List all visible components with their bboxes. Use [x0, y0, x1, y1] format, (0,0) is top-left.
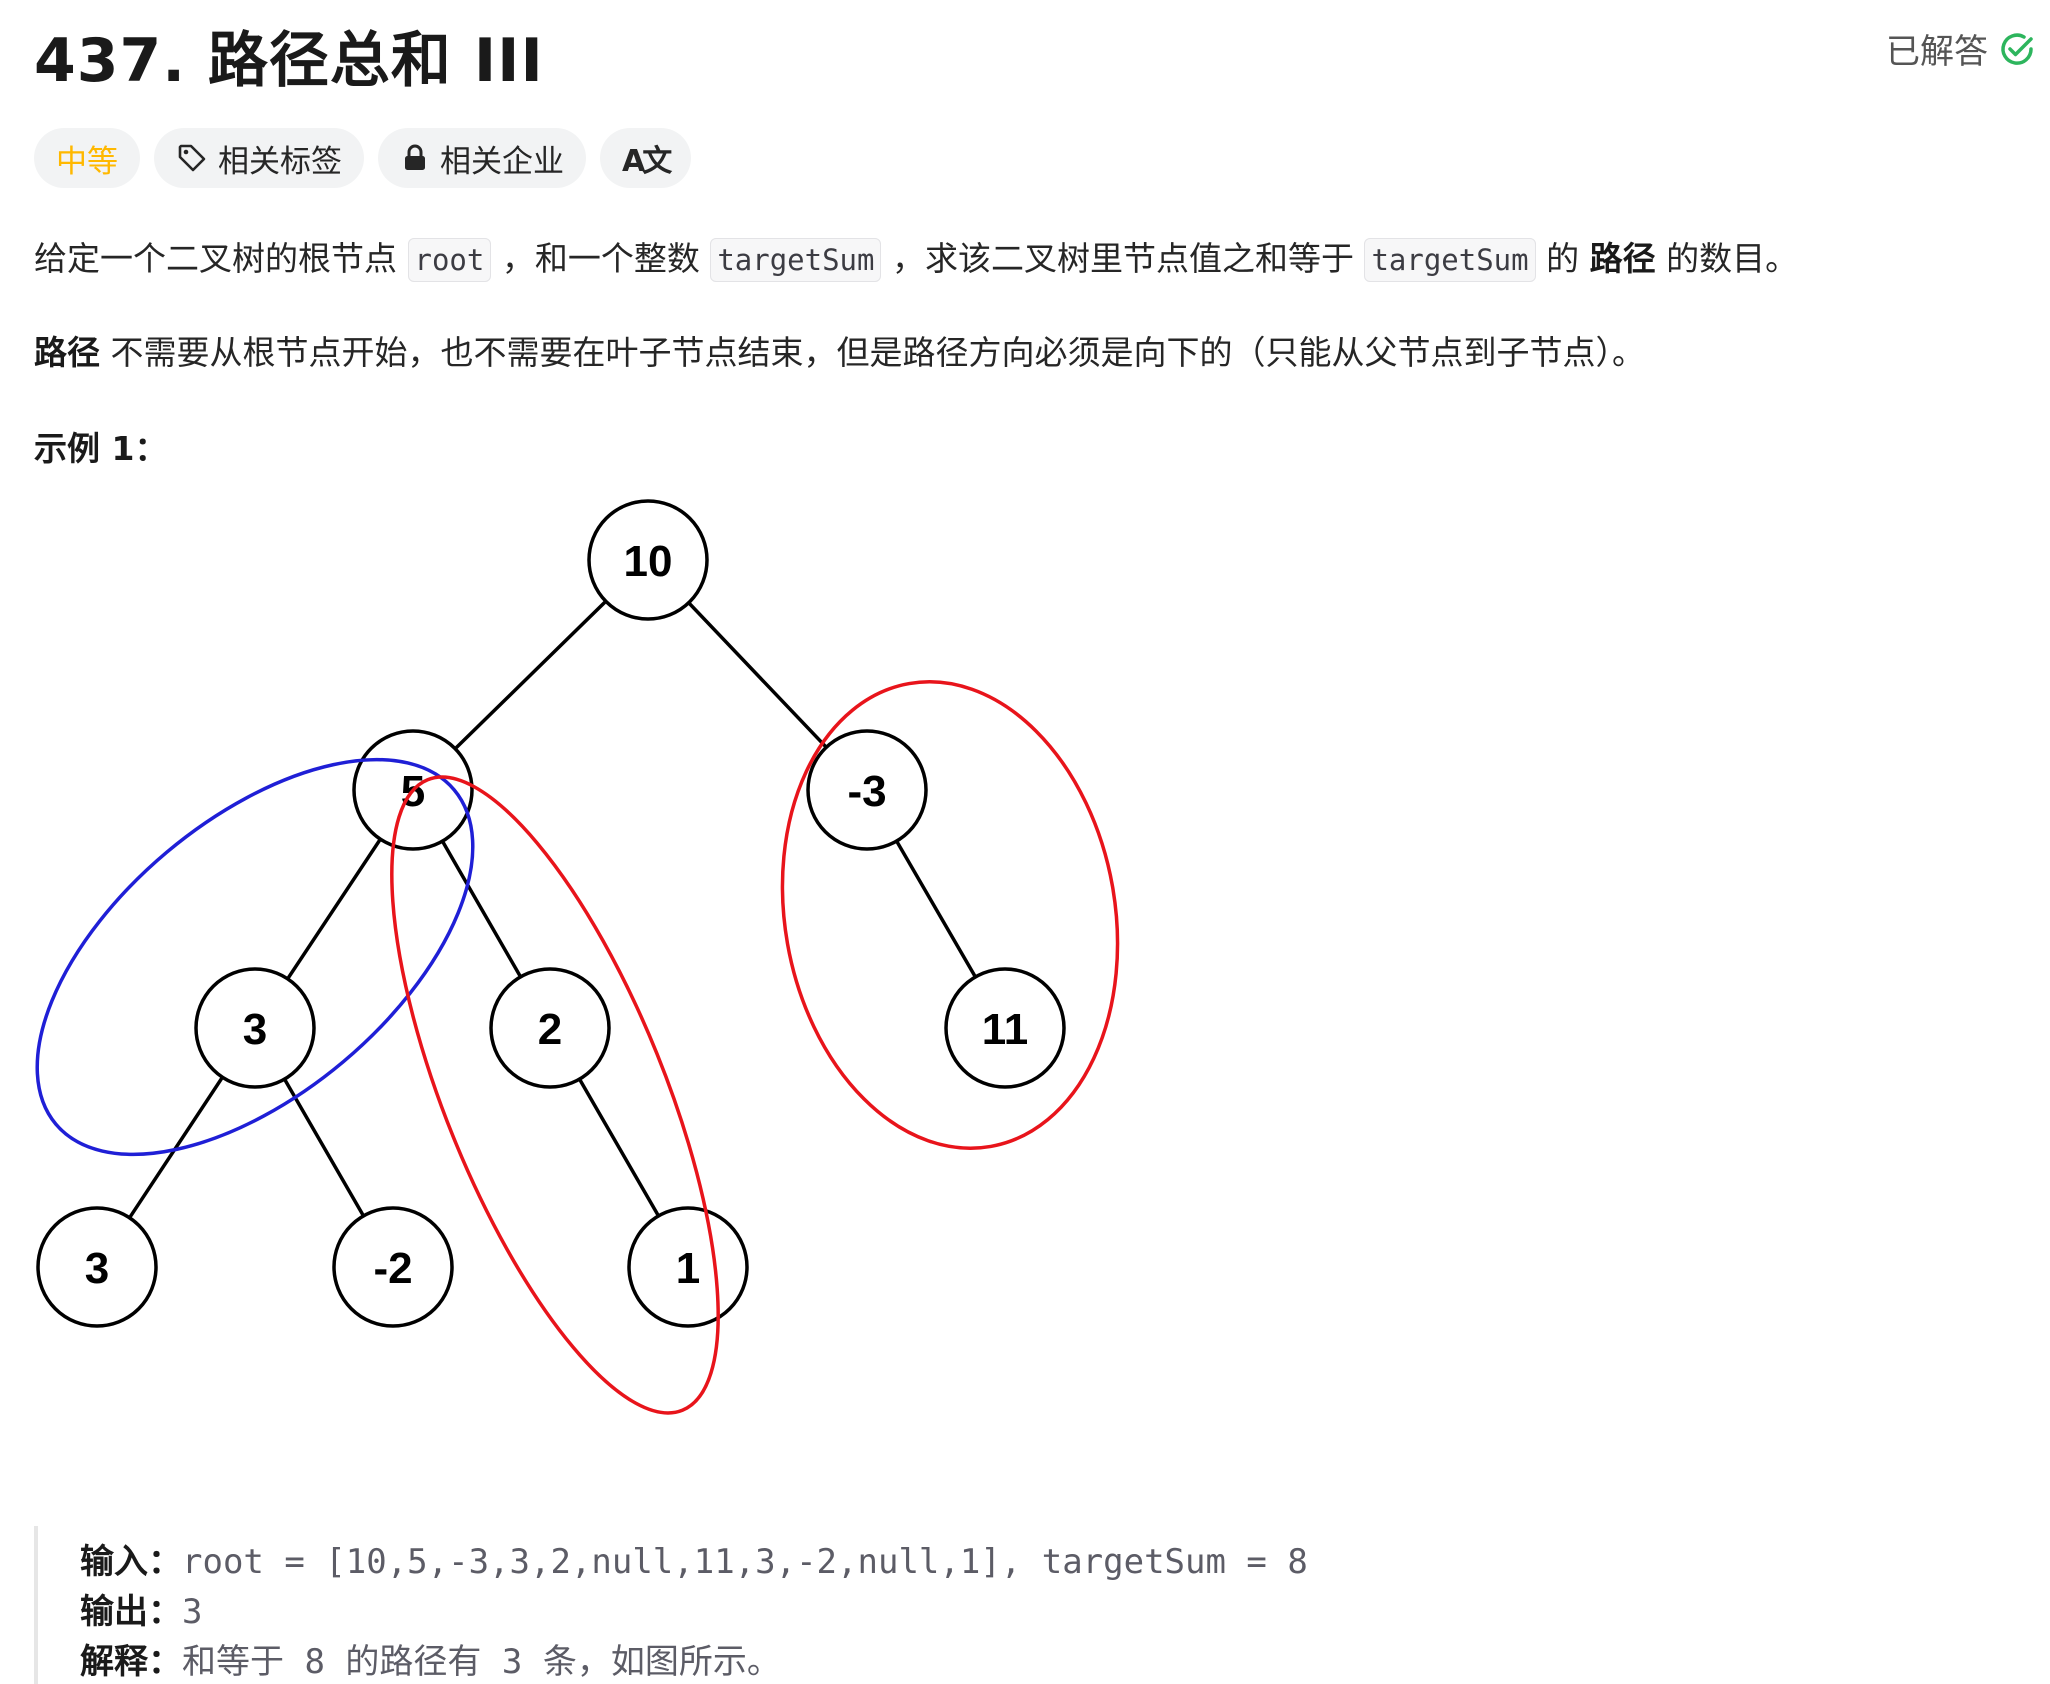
example-explain-line: 解释：和等于 8 的路径有 3 条，如图所示。 — [80, 1642, 781, 1682]
difficulty-badge[interactable]: 中等 — [34, 128, 140, 188]
related-tags-label: 相关标签 — [218, 143, 342, 180]
code-targetsum: targetSum — [1364, 238, 1536, 282]
tree-node-value: 2 — [538, 1005, 562, 1054]
translate-icon: A文 — [622, 144, 672, 179]
solved-label: 已解答 — [1886, 32, 1988, 72]
path-highlight-red — [390, 775, 720, 1415]
related-companies-button[interactable]: 相关企业 — [378, 128, 586, 188]
related-companies-label: 相关企业 — [440, 143, 564, 180]
translate-button[interactable]: A文 — [600, 128, 692, 188]
code-root: root — [407, 238, 492, 282]
tree-node — [36, 1206, 158, 1328]
tag-bar: 中等 相关标签 相关企业 A文 — [34, 128, 692, 188]
solved-status: 已解答 — [1886, 24, 2036, 73]
tag-icon — [176, 142, 208, 174]
tree-node — [806, 729, 928, 851]
difficulty-label: 中等 — [56, 143, 118, 180]
tree-node-value: -2 — [373, 1244, 412, 1293]
description-paragraph-1: 给定一个二叉树的根节点 root ，和一个整数 targetSum ，求该二叉树… — [34, 232, 1798, 282]
check-circle-icon — [1998, 30, 2036, 68]
tree-node — [944, 967, 1066, 1089]
tree-node-value: -3 — [847, 767, 886, 816]
code-targetsum: targetSum — [710, 238, 882, 282]
binary-tree-diagram: 10 5 -3 3 2 11 3 -2 1 — [35, 499, 1120, 1415]
example-title: 示例 1： — [34, 429, 168, 468]
tree-node — [489, 967, 611, 1089]
tree-node — [587, 499, 709, 621]
tree-node-value: 10 — [624, 537, 673, 586]
path-highlight-red — [780, 680, 1120, 1150]
tree-node-value: 11 — [982, 1005, 1029, 1054]
tree-node-value: 3 — [243, 1005, 267, 1054]
related-tags-button[interactable]: 相关标签 — [154, 128, 364, 188]
tree-node-value: 1 — [676, 1244, 700, 1293]
tree-node — [194, 967, 316, 1089]
path-highlight-blue — [35, 757, 475, 1157]
example-io-block: 输入：root = [10,5,-3,3,2,null,11,3,-2,null… — [34, 1526, 1538, 1684]
example-input-line: 输入：root = [10,5,-3,3,2,null,11,3,-2,null… — [80, 1542, 1308, 1582]
tree-node-value: 3 — [85, 1244, 109, 1293]
description-paragraph-2: 路径 不需要从根节点开始，也不需要在叶子节点结束，但是路径方向必须是向下的（只能… — [34, 333, 1645, 372]
lock-icon — [400, 143, 430, 173]
problem-title: 437. 路径总和 III — [34, 26, 544, 96]
tree-node — [332, 1206, 454, 1328]
example-output-line: 输出：3 — [80, 1592, 203, 1632]
